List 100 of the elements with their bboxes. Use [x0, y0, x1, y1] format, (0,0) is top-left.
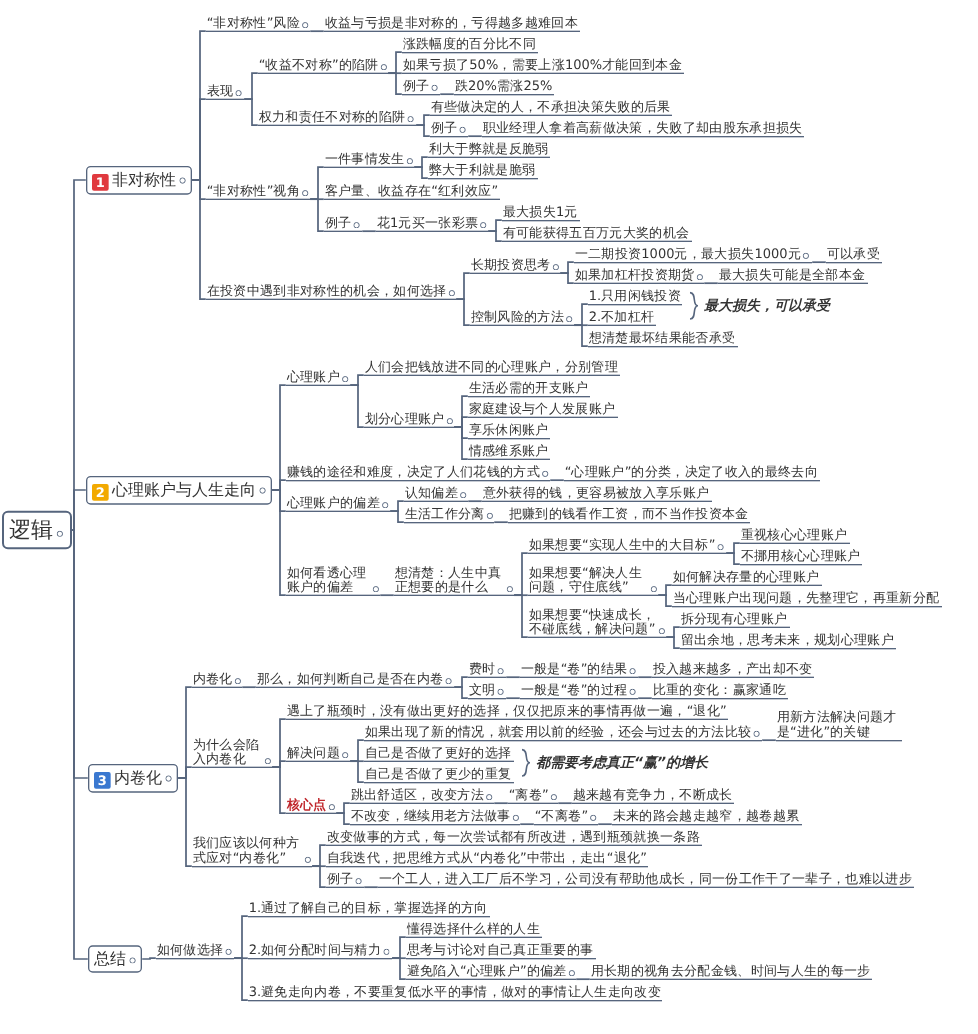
connector-line — [519, 823, 535, 826]
topic-label — [520, 682, 638, 699]
connector-line — [177, 777, 193, 868]
connector-line — [505, 676, 521, 679]
topic-label — [156, 942, 234, 959]
connector-line — [387, 72, 403, 96]
topic-label — [258, 109, 416, 126]
topic-label — [528, 565, 658, 596]
topic-label — [256, 671, 454, 688]
topic-label — [192, 737, 272, 768]
topic-label — [324, 151, 414, 168]
topic-label — [206, 83, 244, 100]
connector-line — [513, 594, 529, 639]
topic-label — [286, 745, 350, 762]
connector-line — [505, 697, 521, 700]
topic-title: 内卷化 — [114, 767, 162, 787]
topic-title: 总结 — [94, 949, 126, 969]
connector-line — [311, 865, 327, 889]
main-topic-box — [88, 763, 178, 793]
connector-line — [191, 179, 207, 301]
topic-label — [324, 215, 362, 232]
topic-label — [248, 942, 392, 959]
topic-label — [364, 411, 454, 428]
topic-label — [286, 565, 380, 596]
topic-label — [258, 57, 388, 74]
connector-line — [141, 957, 157, 960]
connector-line — [575, 978, 591, 981]
topic-label — [470, 309, 574, 326]
topic-label — [350, 787, 494, 804]
connector-line — [309, 198, 325, 233]
root-topic-box — [2, 510, 72, 550]
connector-line — [379, 594, 395, 597]
topic-label — [468, 682, 506, 699]
connector-line — [811, 261, 827, 264]
topic-label — [206, 183, 310, 200]
connector-line — [391, 957, 407, 981]
topic-label — [286, 369, 350, 386]
topic-label — [404, 506, 494, 523]
topic-label — [406, 963, 576, 980]
connector-line — [453, 426, 469, 461]
topic-label — [470, 257, 560, 274]
connector-line — [549, 479, 565, 482]
main-topic-box — [86, 475, 272, 505]
topic-label — [574, 246, 812, 263]
topic-label — [534, 808, 598, 825]
connector-line — [271, 766, 287, 815]
topic-label — [376, 215, 488, 232]
topic-label — [286, 495, 390, 512]
topic-title: 逻辑 — [9, 516, 54, 543]
connector-line — [637, 676, 653, 679]
connector-line — [413, 166, 429, 180]
connector-line — [597, 823, 613, 826]
connector-line — [233, 957, 249, 1002]
connector-line — [349, 760, 365, 784]
main-topic-box — [86, 165, 192, 195]
connector-line — [271, 489, 287, 597]
connector-line — [467, 500, 483, 503]
connector-line — [453, 686, 469, 700]
connector-line — [439, 93, 455, 96]
topic-label — [192, 671, 242, 688]
connector-line — [703, 282, 719, 285]
connector-line — [761, 739, 777, 742]
connector-line — [415, 124, 431, 138]
connector-line — [309, 30, 325, 33]
connector-line — [637, 697, 653, 700]
topic-title: 非对称性 — [112, 169, 176, 189]
connector-line — [241, 686, 257, 689]
connector-line — [493, 802, 509, 805]
topic-label — [326, 871, 364, 888]
topic-label — [430, 120, 468, 137]
topic-label — [206, 15, 310, 32]
topic-label — [402, 78, 440, 95]
topic-label — [574, 267, 704, 284]
topic-label — [468, 661, 506, 678]
connector-line — [71, 489, 87, 531]
topic-title: 心理账户与人生走向 — [112, 479, 256, 499]
connector-line — [243, 98, 259, 127]
topic-label — [404, 485, 468, 502]
connector-line — [71, 529, 89, 960]
connector-line — [467, 135, 483, 138]
connector-line — [665, 636, 681, 650]
connector-line — [657, 594, 673, 608]
connector-line — [487, 230, 503, 243]
connector-line — [557, 802, 573, 805]
connector-line — [335, 812, 351, 826]
topic-label — [508, 787, 558, 804]
main-topic-box — [88, 945, 142, 973]
connector-line — [559, 272, 575, 285]
connector-line — [363, 886, 379, 889]
topic-label — [520, 661, 638, 678]
connector-line — [725, 552, 741, 566]
connector-line — [493, 521, 509, 524]
topic-label — [350, 808, 520, 825]
topic-label — [528, 537, 726, 554]
connector-line — [349, 384, 365, 429]
connector-line — [455, 298, 471, 327]
topic-label — [286, 797, 336, 814]
connector-line — [389, 510, 405, 524]
connector-line — [361, 230, 377, 233]
connector-line — [573, 324, 589, 348]
